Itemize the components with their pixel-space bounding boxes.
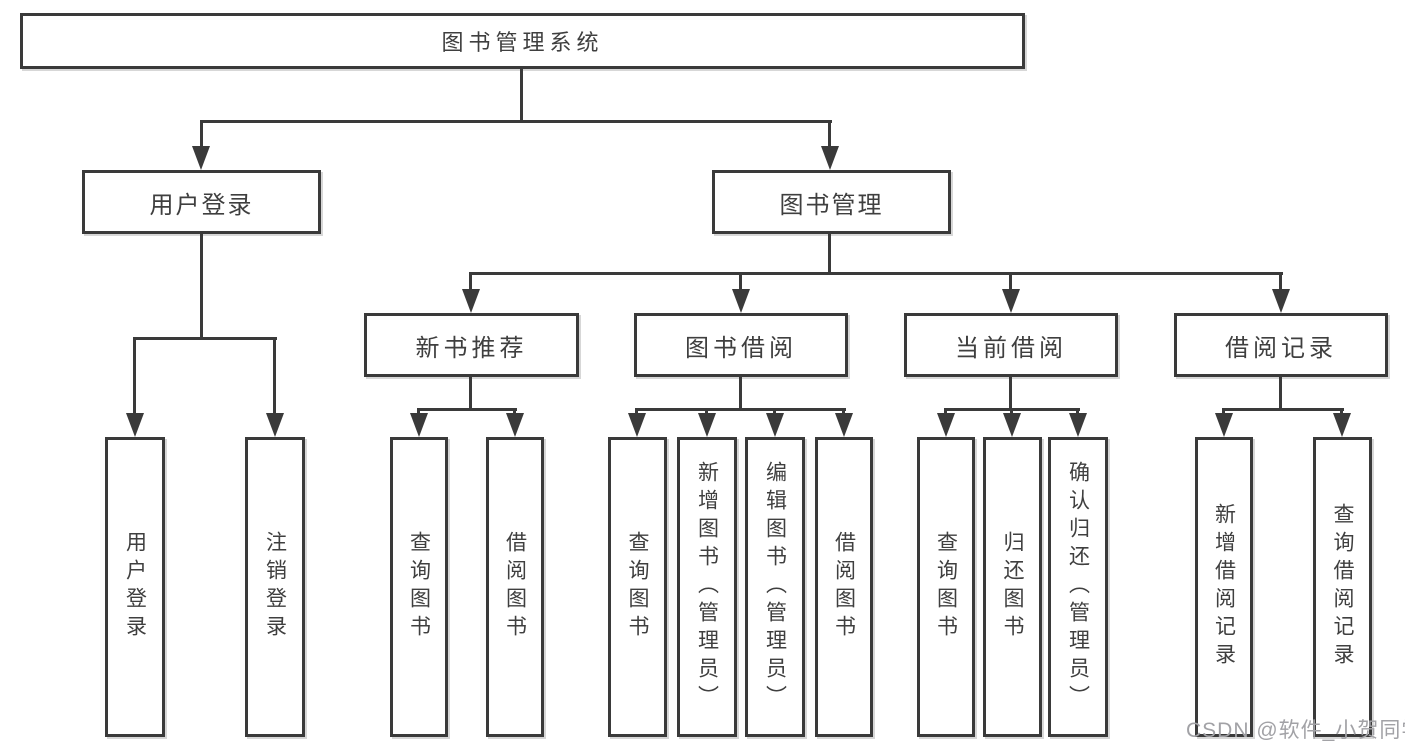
arrow-down [628,413,646,437]
connector-line [520,69,523,120]
leaf-user-login-label: 用户登录 [123,531,147,643]
connector-line [1222,408,1344,411]
leaf-add-book-admin: 新增图书（管理员） [677,437,737,737]
leaf-add-book-admin-label: 新增图书（管理员） [695,461,719,713]
connector-line [133,337,277,340]
node-root: 图书管理系统 [20,13,1025,69]
arrow-down [1003,413,1021,437]
node-current-borrow: 当前借阅 [904,313,1118,377]
leaf-query-book-borrow: 查询图书 [608,437,667,737]
node-book-management: 图书管理 [712,170,951,234]
leaf-query-borrow-record-label: 查询借阅记录 [1331,503,1354,671]
arrow-down [1333,413,1351,437]
connector-line [739,272,742,292]
arrow-down [835,413,853,437]
connector-line [513,408,516,417]
connector-line [773,408,776,417]
arrow-down [1272,289,1290,313]
arrow-down [1069,413,1087,437]
connector-line [1279,377,1282,410]
connector-line [1076,408,1079,417]
leaf-user-login: 用户登录 [105,437,165,737]
connector-line [1009,377,1012,410]
node-root-label: 图书管理系统 [441,30,604,55]
leaf-add-borrow-record: 新增借阅记录 [1195,437,1253,737]
leaf-confirm-return-admin: 确认归还（管理员） [1048,437,1108,737]
leaf-return-book-label: 归还图书 [1001,531,1024,643]
connector-line [1009,272,1012,292]
leaf-add-borrow-record-label: 新增借阅记录 [1212,503,1236,671]
arrow-down [506,413,524,437]
arrow-down [821,146,839,170]
connector-line [1340,408,1343,417]
arrow-down [192,146,210,170]
leaf-borrow-book-label: 借阅图书 [832,531,856,643]
leaf-logout: 注销登录 [245,437,305,737]
connector-line [469,272,472,292]
node-borrow-records: 借阅记录 [1174,313,1388,377]
arrow-down [937,413,955,437]
connector-line [133,337,136,415]
node-current-borrow-label: 当前借阅 [955,334,1067,362]
connector-line [470,272,1283,275]
connector-line [1279,272,1282,292]
connector-line [944,408,947,417]
connector-line [842,408,845,417]
leaf-query-book-recommend-label: 查询图书 [407,531,431,643]
connector-line [739,377,742,410]
leaf-query-book-current-label: 查询图书 [934,531,958,643]
node-user-login: 用户登录 [82,170,321,234]
arrow-down [1215,413,1233,437]
leaf-borrow-book-recommend-label: 借阅图书 [503,531,527,643]
arrow-down [766,413,784,437]
arrow-down [732,289,750,313]
node-book-management-label: 图书管理 [779,191,884,219]
node-book-borrow: 图书借阅 [634,313,848,377]
connector-line [635,408,638,417]
node-user-login-label: 用户登录 [149,191,254,219]
arrow-down [266,413,284,437]
connector-line [469,377,472,410]
connector-line [200,120,832,123]
leaf-query-book-current: 查询图书 [917,437,975,737]
node-borrow-records-label: 借阅记录 [1225,334,1337,362]
arrow-down [698,413,716,437]
csdn-watermark: CSDN @软件_小贺同学 [1186,719,1405,742]
connector-line [828,234,831,274]
connector-line [635,408,846,411]
leaf-edit-book-admin: 编辑图书（管理员） [745,437,805,737]
leaf-confirm-return-admin-label: 确认归还（管理员） [1066,461,1090,713]
connector-line [705,408,708,417]
leaf-borrow-book-recommend: 借阅图书 [486,437,544,737]
leaf-borrow-book: 借阅图书 [815,437,873,737]
node-new-book-recommend-label: 新书推荐 [415,334,528,362]
connector-line [828,120,831,150]
connector-line [1222,408,1225,417]
leaf-logout-label: 注销登录 [263,531,287,643]
connector-line [417,408,517,411]
connector-line [417,408,420,417]
leaf-return-book: 归还图书 [983,437,1042,737]
arrow-down [1002,289,1020,313]
connector-line [1010,408,1013,417]
connector-line [273,337,276,415]
leaf-edit-book-admin-label: 编辑图书（管理员） [763,461,787,713]
arrow-down [126,413,144,437]
arrow-down [410,413,428,437]
leaf-query-book-recommend: 查询图书 [390,437,448,737]
arrow-down [462,289,480,313]
node-new-book-recommend: 新书推荐 [364,313,579,377]
connector-line [200,234,203,339]
leaf-query-borrow-record: 查询借阅记录 [1313,437,1372,737]
node-book-borrow-label: 图书借阅 [685,334,797,362]
connector-line [200,120,203,150]
leaf-query-book-borrow-label: 查询图书 [626,531,649,643]
